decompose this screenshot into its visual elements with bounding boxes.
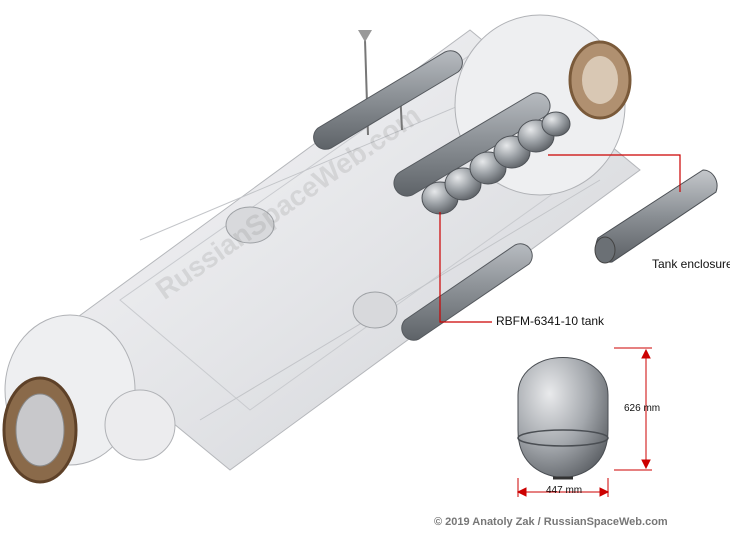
width-dimension-label: 447 mm — [546, 485, 583, 496]
tank-row — [393, 92, 571, 215]
hatch-window — [352, 291, 398, 329]
rbfm-tank-illustration — [517, 357, 609, 480]
tank-leader-line — [439, 212, 492, 323]
tank-enclosure-illustration — [594, 169, 718, 264]
enclosure-leader-line — [548, 154, 681, 192]
tank-name-label: RBFM-6341-10 tank — [496, 314, 605, 328]
upper-storage-tank — [313, 50, 463, 150]
lower-storage-tank — [401, 243, 533, 341]
height-dimension-label: 626 mm — [624, 403, 661, 414]
hatch-window — [225, 206, 275, 244]
tank-enclosure-label: Tank enclosure — [652, 257, 730, 271]
rbfm-tank-sphere — [541, 111, 571, 137]
dimension-lines — [516, 347, 652, 497]
aft-docking-node — [2, 314, 176, 484]
credit-line: © 2019 Anatoly Zak / RussianSpaceWeb.com — [434, 516, 668, 528]
leader-lines — [439, 154, 681, 323]
